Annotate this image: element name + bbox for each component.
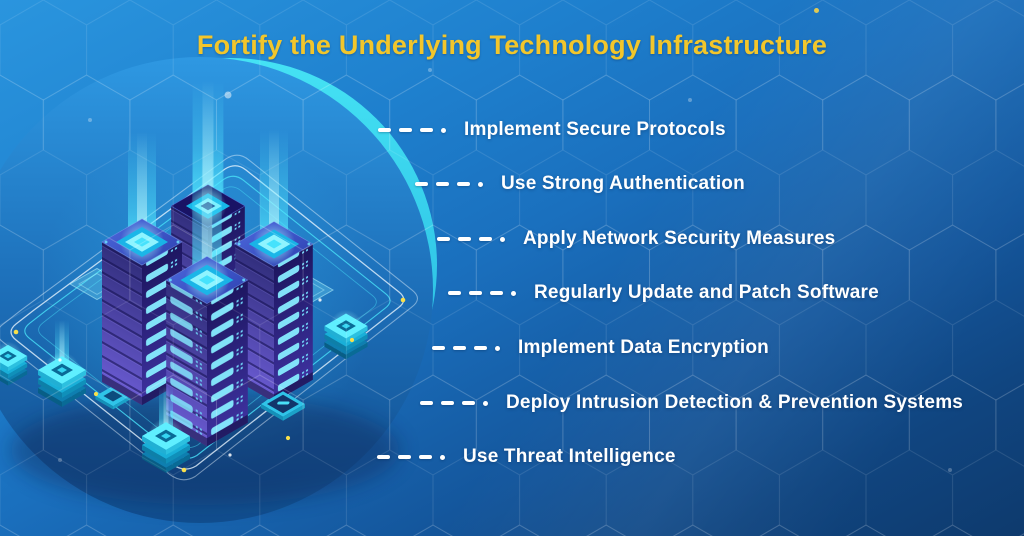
item-label: Implement Secure Protocols bbox=[464, 119, 726, 140]
security-measure-item: Use Strong Authentication bbox=[415, 172, 745, 196]
dashed-connector-icon bbox=[415, 181, 483, 187]
security-measure-item: Implement Data Encryption bbox=[432, 336, 769, 360]
item-label: Implement Data Encryption bbox=[518, 337, 769, 358]
security-measure-item: Deploy Intrusion Detection & Prevention … bbox=[420, 391, 963, 415]
dashed-connector-icon bbox=[377, 454, 445, 460]
security-measure-item: Apply Network Security Measures bbox=[437, 227, 835, 251]
security-measure-item: Use Threat Intelligence bbox=[377, 445, 676, 469]
dashed-connector-icon bbox=[420, 400, 488, 406]
security-measure-item: Implement Secure Protocols bbox=[378, 118, 726, 142]
item-label: Use Threat Intelligence bbox=[463, 446, 676, 467]
item-label: Regularly Update and Patch Software bbox=[534, 282, 879, 303]
page-title: Fortify the Underlying Technology Infras… bbox=[196, 30, 828, 60]
dashed-connector-icon bbox=[448, 290, 516, 296]
dashed-connector-icon bbox=[432, 345, 500, 351]
item-label: Apply Network Security Measures bbox=[523, 228, 836, 249]
dashed-connector-icon bbox=[437, 236, 505, 242]
item-label: Use Strong Authentication bbox=[501, 173, 745, 194]
accent-dot bbox=[814, 8, 819, 13]
dashed-connector-icon bbox=[378, 127, 446, 133]
item-label: Deploy Intrusion Detection & Prevention … bbox=[506, 392, 964, 413]
security-measure-item: Regularly Update and Patch Software bbox=[448, 281, 879, 305]
